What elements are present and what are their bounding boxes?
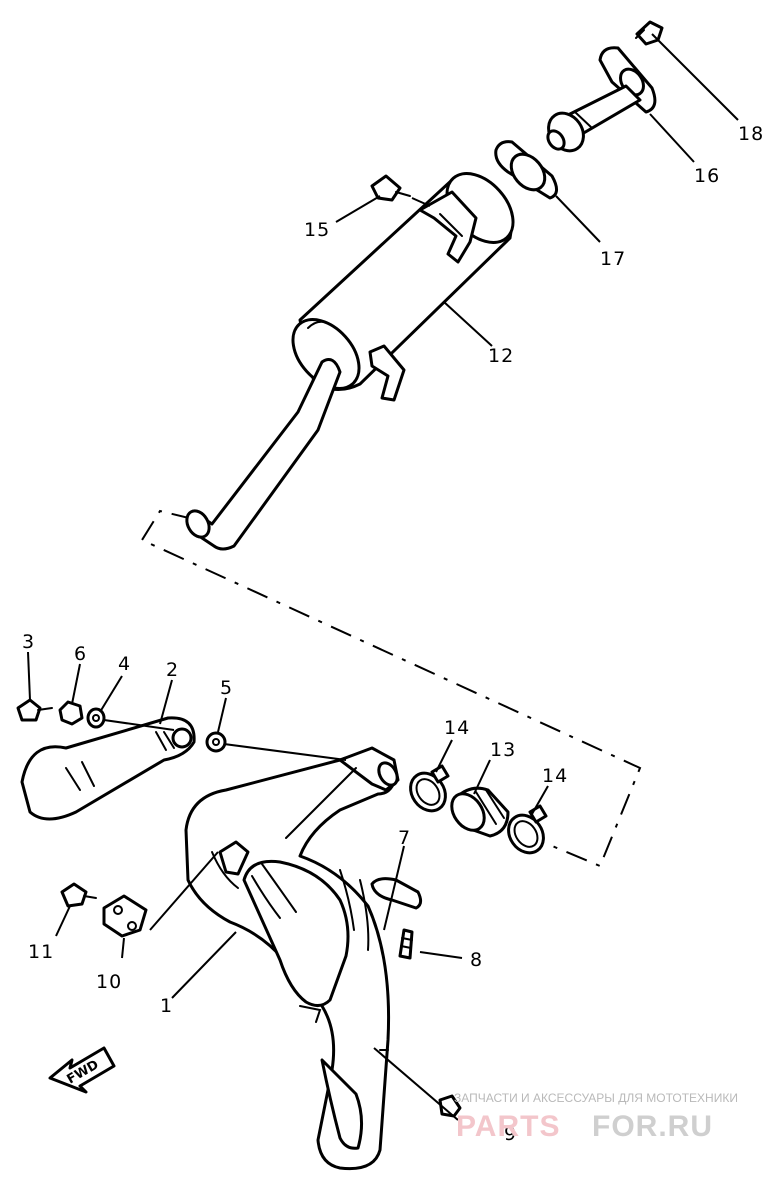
callout-5: 5 (220, 677, 233, 699)
callout-9: 9 (504, 1123, 517, 1145)
part-13-joint (450, 786, 510, 838)
watermark-brand-part1: PARTS (456, 1110, 560, 1143)
callout-13: 13 (490, 739, 516, 761)
part-2-heat-protector (20, 716, 196, 821)
part-1-expansion-chamber (184, 746, 400, 1171)
callout-3: 3 (22, 631, 35, 653)
callout-15: 15 (304, 219, 330, 241)
callout-11: 11 (28, 941, 54, 963)
part-3-bolt (16, 698, 53, 722)
part-14-clamp-left (409, 764, 450, 813)
part-5-washer (205, 731, 227, 753)
callout-16: 16 (694, 165, 720, 187)
part-9-bolt (438, 1094, 462, 1118)
callout-12: 12 (488, 345, 514, 367)
part-11-bolt (60, 882, 97, 908)
callout-10: 10 (96, 971, 122, 993)
callout-14-right: 14 (542, 765, 568, 787)
part-15-bolt (370, 174, 411, 202)
watermark-brand-part2: FOR.RU (592, 1110, 713, 1143)
part-7-damper (370, 877, 423, 910)
part-4-washer (86, 707, 106, 729)
callout-17: 17 (600, 248, 626, 270)
part-12-muffler (185, 172, 515, 551)
callout-1: 1 (160, 995, 173, 1017)
callout-4: 4 (118, 653, 131, 675)
callout-8: 8 (470, 949, 483, 971)
callout-2: 2 (166, 659, 179, 681)
callout-7: 7 (398, 827, 411, 849)
part-16-end-cap (546, 46, 657, 153)
assembly-reference-line (140, 509, 642, 868)
part-6-nut (58, 700, 84, 726)
watermark: ЗАПЧАСТИ И АКСЕССУАРЫ ДЛЯ МОТОТЕХНИКИ PA… (454, 1091, 738, 1143)
part-17-gasket (494, 140, 558, 200)
callout-18: 18 (738, 123, 764, 145)
forward-arrow-icon: FWD (48, 1046, 116, 1094)
callout-6: 6 (74, 643, 87, 665)
part-14-clamp-right (507, 804, 548, 855)
part-8-pin (398, 928, 414, 960)
part-10-bracket (102, 894, 148, 938)
watermark-tagline: ЗАПЧАСТИ И АКСЕССУАРЫ ДЛЯ МОТОТЕХНИКИ (454, 1091, 738, 1105)
callout-14-left: 14 (444, 717, 470, 739)
callout-numbers: 18 16 17 15 12 3 6 4 2 5 14 13 14 7 8 11… (22, 123, 764, 1145)
leader-lines (27, 33, 739, 1121)
